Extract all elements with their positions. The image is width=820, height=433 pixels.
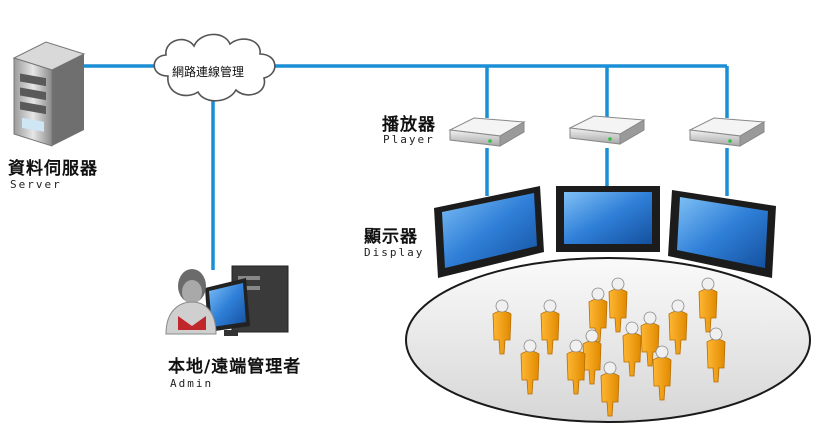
network-lines (82, 64, 729, 270)
admin-person-icon (165, 269, 217, 335)
player-device-2 (568, 115, 646, 145)
player-device-3 (688, 117, 766, 147)
person-icon (622, 321, 642, 377)
player-label-en: Player (383, 133, 435, 146)
server-label-en: Server (10, 178, 62, 191)
player-device-1 (448, 117, 526, 147)
server-label: 資料伺服器 (8, 159, 98, 179)
display-screen-1 (434, 186, 544, 278)
person-icon (640, 311, 660, 367)
admin-label-en: Admin (170, 377, 214, 390)
person-icon (566, 339, 586, 395)
player-label: 播放器 (382, 115, 436, 135)
person-icon (540, 299, 560, 355)
audience-people (492, 277, 726, 417)
display-label-en: Display (364, 246, 425, 259)
person-icon (652, 345, 672, 401)
cloud-icon (153, 33, 276, 102)
display-label: 顯示器 (364, 227, 418, 247)
person-icon (492, 299, 512, 355)
display-screen-2 (556, 186, 660, 252)
person-icon (668, 299, 688, 355)
admin-label: 本地/遠端管理者 (168, 357, 302, 377)
person-icon (520, 339, 540, 395)
person-icon (600, 361, 620, 417)
person-icon (582, 329, 602, 385)
display-screen-3 (668, 190, 776, 278)
person-icon (698, 277, 718, 333)
person-icon (608, 277, 628, 333)
person-icon (706, 327, 726, 383)
admin-computer-icon (205, 265, 289, 336)
network-management-label: 網路連線管理 (172, 65, 245, 79)
server-icon (12, 41, 86, 147)
